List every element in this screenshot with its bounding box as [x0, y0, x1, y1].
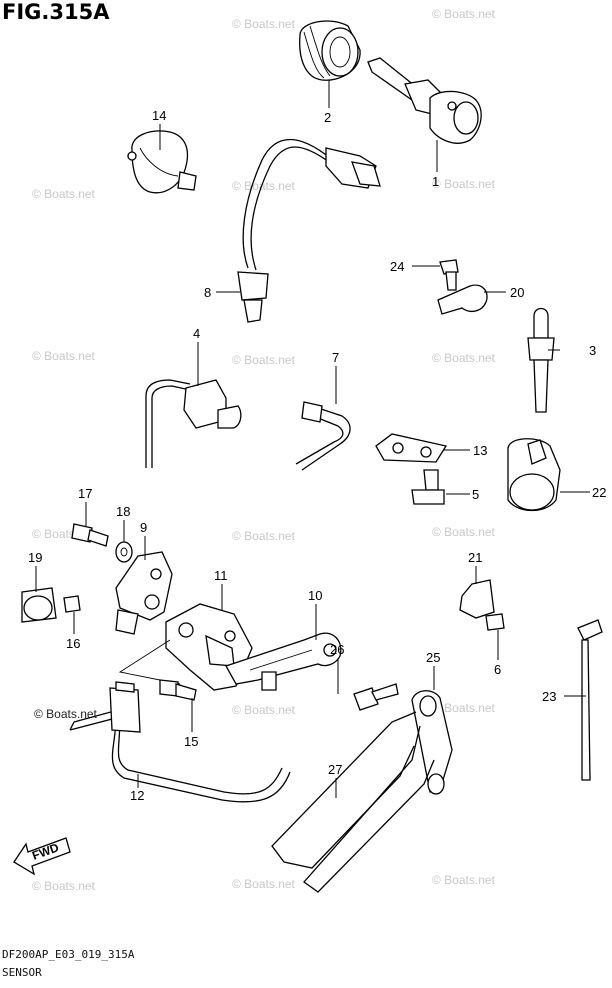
callout-3: 3 — [589, 343, 596, 358]
part-7-hose — [295, 401, 351, 471]
figure-code: DF200AP_E03_019_315A — [2, 948, 135, 961]
leader-lines — [35, 80, 590, 798]
callouts: 1 2 3 4 5 6 7 8 9 10 11 12 13 14 15 16 1… — [28, 108, 606, 803]
part-20-clamp — [437, 284, 488, 315]
figure-name: SENSOR — [2, 966, 42, 979]
part-23-cable-tie — [577, 619, 603, 781]
callout-16: 16 — [66, 636, 80, 651]
callout-21: 21 — [468, 550, 482, 565]
part-3-temp-sensor — [527, 307, 555, 413]
part-5-bolt — [411, 469, 445, 505]
part-1-sensor — [367, 57, 482, 144]
fwd-arrow-icon: FWD — [13, 837, 71, 876]
watermark: © Boats.net — [232, 179, 296, 193]
part-17-bolt — [71, 523, 109, 547]
callout-15: 15 — [184, 734, 198, 749]
part-22-clip — [507, 438, 561, 512]
part-10-arm — [225, 632, 342, 691]
callout-13: 13 — [473, 443, 487, 458]
callout-4: 4 — [193, 326, 200, 341]
watermark: © Boats.net — [432, 873, 496, 887]
callout-25: 25 — [426, 650, 440, 665]
watermark: © Boats.net — [32, 187, 96, 201]
part-2-grommet — [299, 20, 361, 81]
callout-19: 19 — [28, 550, 42, 565]
part-15-bolt — [159, 679, 197, 701]
part-13-plate — [375, 433, 448, 463]
callout-22: 22 — [592, 485, 606, 500]
part-8-wired-sensor — [237, 138, 381, 323]
watermark: © Boats.net — [432, 7, 496, 21]
watermark: © Boats.net — [32, 349, 96, 363]
callout-23: 23 — [542, 689, 556, 704]
part-24-bolt — [439, 259, 459, 291]
part-14-pressure-sensor — [127, 130, 197, 194]
figure-title: FIG.315A — [2, 0, 110, 24]
callout-12: 12 — [130, 788, 144, 803]
watermark: © Boats.net — [232, 529, 296, 543]
part-26-bolt — [353, 683, 399, 711]
part-9-sensor — [115, 551, 173, 635]
callout-20: 20 — [510, 285, 524, 300]
callout-14: 14 — [152, 108, 166, 123]
callout-11: 11 — [214, 568, 228, 583]
part-19-clip — [21, 587, 57, 623]
callout-17: 17 — [78, 486, 92, 501]
watermark: © Boats.net — [432, 351, 496, 365]
callout-1: 1 — [432, 174, 439, 189]
callout-27: 27 — [328, 762, 342, 777]
watermark: © Boats.net — [232, 353, 296, 367]
part-6-bolt — [485, 613, 505, 631]
part-21-bracket — [459, 579, 495, 619]
watermark-layer: © Boats.net © Boats.net © Boats.net © Bo… — [32, 7, 496, 893]
watermark: © Boats.net — [432, 701, 496, 715]
callout-24: 24 — [390, 259, 404, 274]
callout-7: 7 — [332, 350, 339, 365]
callout-10: 10 — [308, 588, 322, 603]
part-27-hose — [271, 711, 435, 893]
watermark: © Boats.net — [232, 703, 296, 717]
callout-18: 18 — [116, 504, 130, 519]
callout-9: 9 — [140, 520, 147, 535]
callout-5: 5 — [472, 487, 479, 502]
watermark: © Boats.net — [432, 525, 496, 539]
part-12-harness — [69, 681, 291, 803]
callout-8: 8 — [204, 285, 211, 300]
part-16-bolt — [63, 595, 81, 613]
callout-2: 2 — [324, 110, 331, 125]
part-25-bracket — [411, 690, 453, 795]
callout-6: 6 — [494, 662, 501, 677]
part-18-washer — [115, 541, 133, 563]
watermark: © Boats.net — [232, 877, 296, 891]
part-4-knock-sensor — [145, 379, 242, 468]
watermark: © Boats.net — [232, 17, 296, 31]
callout-26: 26 — [330, 642, 344, 657]
watermark: © Boats.net — [432, 177, 496, 191]
watermark: © Boats.net — [34, 707, 98, 721]
watermark: © Boats.net — [32, 879, 96, 893]
